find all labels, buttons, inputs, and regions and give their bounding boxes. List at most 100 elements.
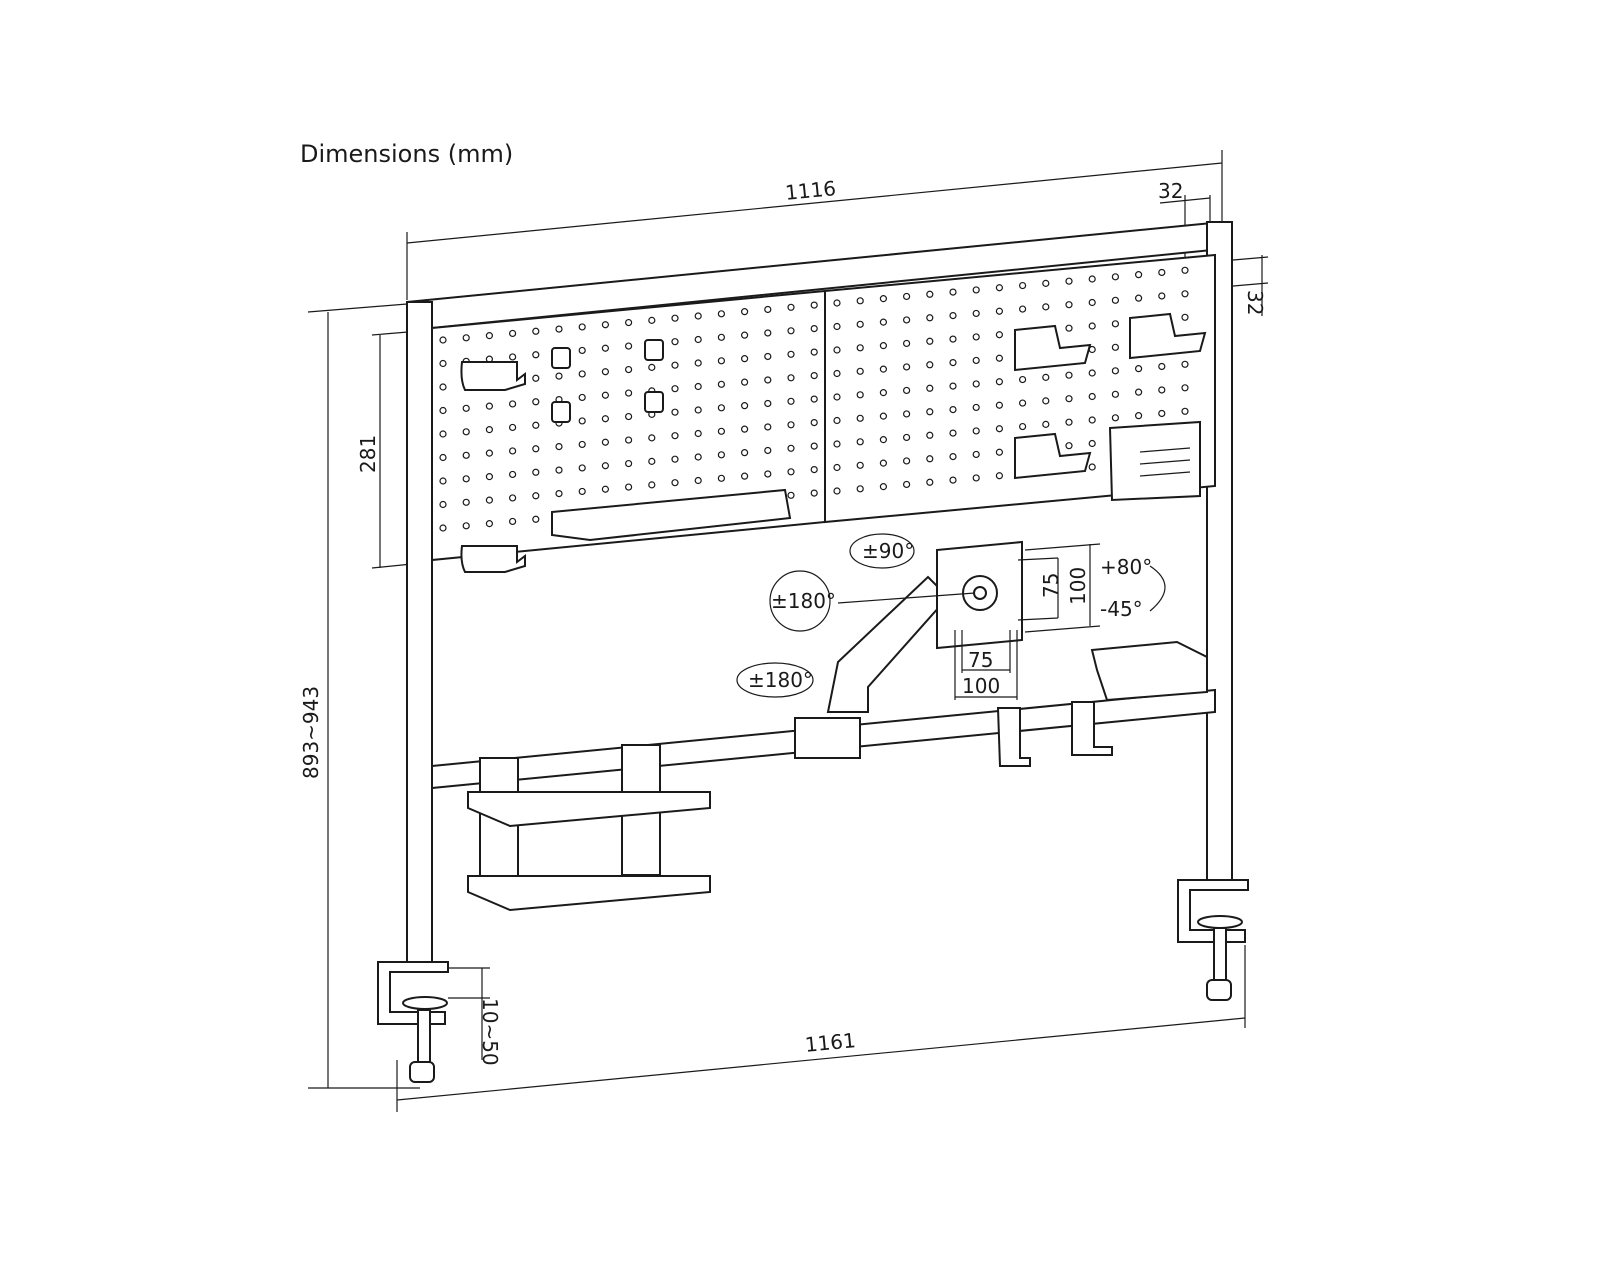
pegboard-shelf <box>551 488 792 542</box>
peg-hole <box>1018 422 1027 431</box>
peg-hole <box>879 389 888 397</box>
peg-hole <box>972 450 980 459</box>
peg-hole <box>995 378 1004 386</box>
peg-hole <box>1134 388 1143 396</box>
peg-hole <box>717 357 726 365</box>
peg-hole <box>949 429 957 437</box>
arm-base <box>794 717 861 759</box>
monitor-arm: ±90° ±180° ±180° +80° -45° 75 100 75 100 <box>736 533 1166 759</box>
peg-hole <box>462 334 470 342</box>
peg-hole <box>624 318 633 327</box>
peg-hole <box>1065 395 1073 403</box>
peg-hole <box>462 522 470 530</box>
peg-hole <box>439 500 447 509</box>
peg-hole <box>810 442 818 450</box>
peg-hole <box>902 480 911 489</box>
peg-hole <box>1065 442 1073 450</box>
peg-hole <box>926 337 934 345</box>
right-accessories <box>996 640 1208 767</box>
peg-hole <box>879 295 888 303</box>
peg-hole <box>764 446 772 455</box>
peg-hole <box>624 342 633 350</box>
peg-hole <box>787 444 795 452</box>
peg-hole <box>879 342 888 350</box>
peg-hole <box>995 448 1004 456</box>
peg-hole <box>740 308 749 316</box>
peg-hole <box>879 483 888 491</box>
label-vesa-100-h: 100 <box>1066 567 1090 605</box>
shelf-lower <box>467 875 711 912</box>
label-893-943: 893~943 <box>299 686 323 779</box>
peg-hole <box>578 464 586 472</box>
peg-hole <box>926 455 934 463</box>
phone-holder <box>1014 324 1092 372</box>
peg-hole <box>833 416 841 425</box>
peg-hole <box>764 470 772 478</box>
peg-hole <box>508 400 517 408</box>
peg-hole <box>694 476 702 485</box>
peg-hole <box>1181 384 1189 392</box>
peg-hole <box>926 290 934 298</box>
peg-hole <box>949 311 957 320</box>
peg-hole <box>601 462 610 470</box>
peg-hole <box>624 389 633 397</box>
peg-hole <box>833 369 841 378</box>
label-tilt-rotation: ±90° <box>862 539 914 563</box>
label-1161: 1161 <box>804 1028 857 1057</box>
left-clamp <box>377 961 449 1083</box>
peg-hole <box>833 346 841 354</box>
peg-hole <box>856 297 864 305</box>
peg-hole <box>972 309 980 318</box>
peg-hole <box>532 445 540 453</box>
peg-hole <box>485 449 493 457</box>
peg-hole <box>508 447 517 455</box>
peg-hole <box>1111 296 1120 304</box>
peg-hole <box>787 374 795 382</box>
peg-hole <box>485 402 493 410</box>
peg-hole <box>1181 290 1189 298</box>
peg-hole <box>508 329 517 338</box>
peg-hole <box>902 339 911 348</box>
small-hook <box>644 391 664 413</box>
pegboard-accessories <box>460 312 1207 573</box>
hook <box>1071 701 1113 756</box>
cup-holder <box>1090 640 1208 702</box>
peg-hole <box>1181 266 1189 274</box>
peg-hole <box>1042 303 1050 311</box>
peg-hole <box>485 520 493 528</box>
peg-hole <box>1042 397 1050 405</box>
peg-hole <box>671 361 679 369</box>
peg-hole <box>1111 343 1120 351</box>
peg-hole <box>926 431 934 439</box>
peg-hole <box>694 382 702 391</box>
peg-hole <box>1158 409 1166 418</box>
peg-hole <box>439 406 447 415</box>
peg-hole <box>902 363 911 371</box>
peg-hole <box>439 430 447 438</box>
peg-hole <box>694 406 702 414</box>
peg-hole <box>624 483 633 491</box>
peg-hole <box>671 385 679 393</box>
peg-hole <box>485 473 493 481</box>
peg-hole <box>740 378 749 386</box>
dimension-top-width: 1116 <box>406 150 1223 300</box>
peg-hole <box>1088 392 1096 401</box>
peg-hole <box>740 331 749 339</box>
peg-hole <box>902 433 911 442</box>
peg-hole <box>578 323 586 331</box>
peg-hole <box>810 372 818 380</box>
peg-hole <box>1158 292 1166 300</box>
peg-hole <box>694 453 702 461</box>
peg-hole <box>1111 414 1120 422</box>
peg-hole <box>601 391 610 399</box>
peg-hole <box>833 393 841 401</box>
peg-hole <box>856 438 864 446</box>
peg-hole <box>555 325 563 333</box>
peg-hole <box>879 365 888 373</box>
peg-hole <box>555 442 563 451</box>
peg-hole <box>856 461 864 469</box>
peg-hole <box>1134 412 1143 420</box>
dimension-total-height: 893~943 <box>299 303 420 1089</box>
peg-hole <box>578 370 586 378</box>
peg-hole <box>902 316 911 324</box>
